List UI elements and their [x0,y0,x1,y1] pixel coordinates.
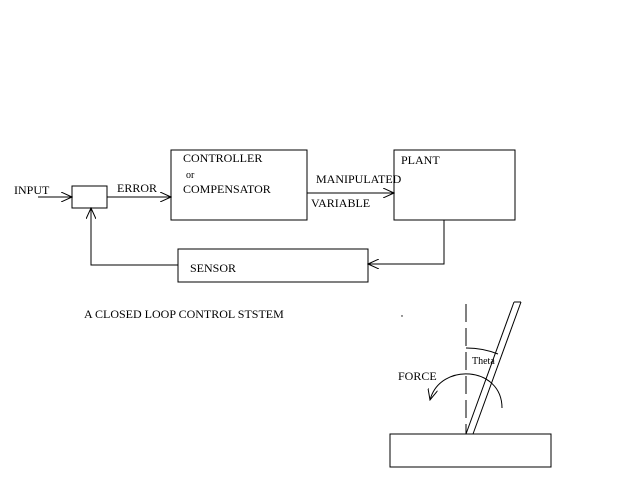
controller-label-line3: COMPENSATOR [183,182,271,196]
pendulum-sketch: Theta FORCE [389,301,552,468]
error-label: ERROR [117,181,157,195]
diagram-caption: A CLOSED LOOP CONTROL STSTEM [84,307,284,321]
theta-label: Theta [472,356,495,367]
input-label: INPUT [14,183,50,197]
controller-label-line2: or [186,170,195,181]
block-diagram: INPUT ERROR CONTROLLER or COMPENSATOR MA… [14,149,516,321]
variable-label: VARIABLE [311,196,370,210]
pendulum-rod-edge-left [465,301,515,435]
force-label: FORCE [398,369,437,383]
controller-block [170,149,308,221]
stray-dot [401,315,403,317]
pendulum-rod-edge-right [472,301,522,435]
plant-block [393,149,516,221]
controller-label-line1: CONTROLLER [183,151,262,165]
plant-label: PLANT [401,153,440,167]
manipulated-label: MANIPULATED [316,172,402,186]
plant-to-sensor-arrow [368,220,445,264]
sensor-to-junction-arrow [91,208,178,266]
theta-arc [465,347,499,355]
cart-base [389,433,552,468]
sensor-label: SENSOR [190,261,236,275]
force-curved-arrow [430,373,503,409]
summing-junction [71,185,108,209]
